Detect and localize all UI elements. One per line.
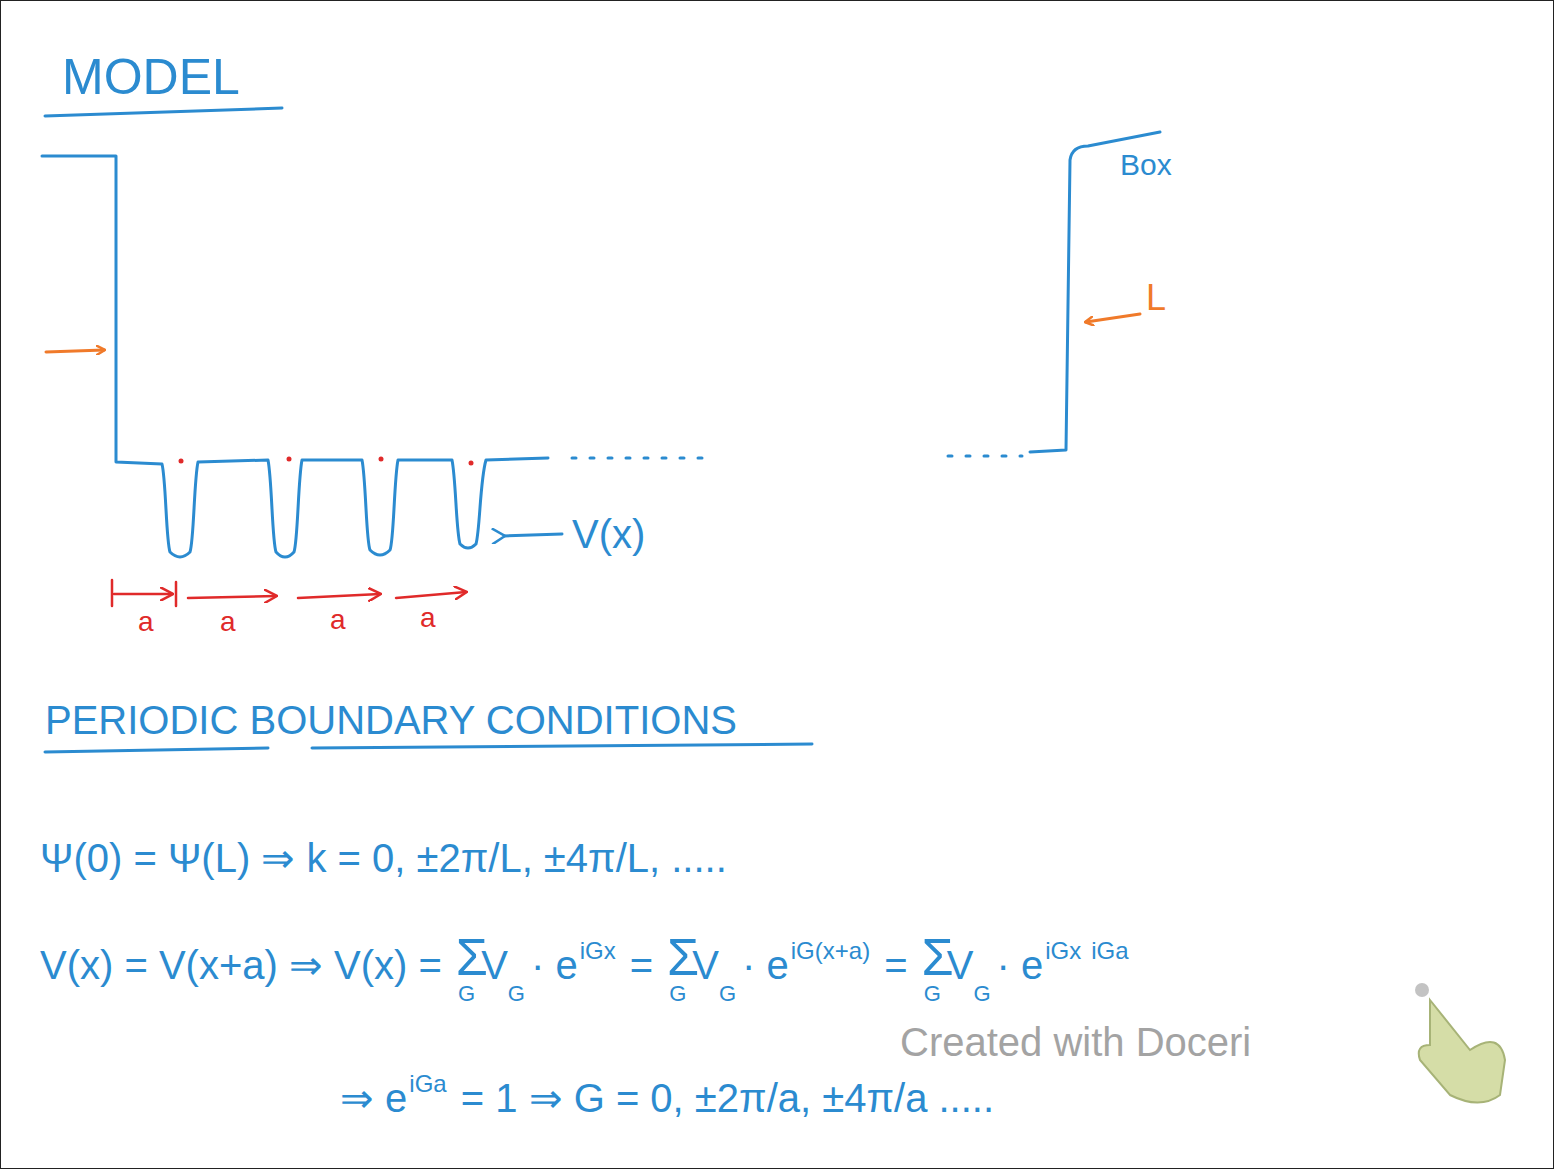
equation-term: G (973, 983, 990, 1005)
equation-term: V (947, 945, 974, 985)
equation-term: · e (742, 945, 789, 985)
equation-term: iG(x+a) (791, 939, 870, 963)
potential-label: V(x) (572, 514, 645, 554)
length-label: L (1146, 280, 1166, 316)
watermark: Created with Doceri (900, 1022, 1251, 1062)
equation-term: iGa (1091, 939, 1128, 963)
spacing-label: a (220, 608, 236, 636)
equation-term: V(x) = V(x+a) ⇒ V(x) = (40, 945, 442, 985)
section-heading: PERIODIC BOUNDARY CONDITIONS (45, 700, 737, 740)
spacing-label: a (420, 604, 436, 632)
equation-term: G (924, 983, 941, 1005)
equation-term: G (669, 983, 686, 1005)
slide-title: MODEL (62, 52, 240, 102)
spacing-label: a (330, 606, 346, 634)
equation-term: · e (531, 945, 578, 985)
equation-line: Ψ(0) = Ψ(L) ⇒ k = 0, ±2π/L, ±4π/L, ..... (40, 838, 727, 878)
watermark-logo (1415, 983, 1505, 1103)
box-label: Box (1120, 150, 1172, 180)
equation-term: V (481, 945, 508, 985)
equation-term: V (692, 945, 719, 985)
equation-term: iGx (1045, 939, 1081, 963)
equation-term: iGx (580, 939, 616, 963)
equation-term: = (630, 945, 653, 985)
equation-term: iGa (409, 1072, 446, 1096)
equation-term: · e (997, 945, 1044, 985)
equation-term: = 1 ⇒ G = 0, ±2π/a, ±4π/a ..... (461, 1078, 994, 1118)
equation-line: ⇒ eiGa= 1 ⇒ G = 0, ±2π/a, ±4π/a ..... (340, 1078, 994, 1118)
equation-term: ⇒ e (340, 1078, 407, 1118)
spacing-label: a (138, 608, 154, 636)
equation-line: V(x) = V(x+a) ⇒ V(x) =ΣGVG· eiGx=ΣGVG· e… (40, 935, 1129, 987)
equation-term: G (719, 983, 736, 1005)
equation-term: G (508, 983, 525, 1005)
equation-term: = (884, 945, 907, 985)
equation-term: G (458, 983, 475, 1005)
